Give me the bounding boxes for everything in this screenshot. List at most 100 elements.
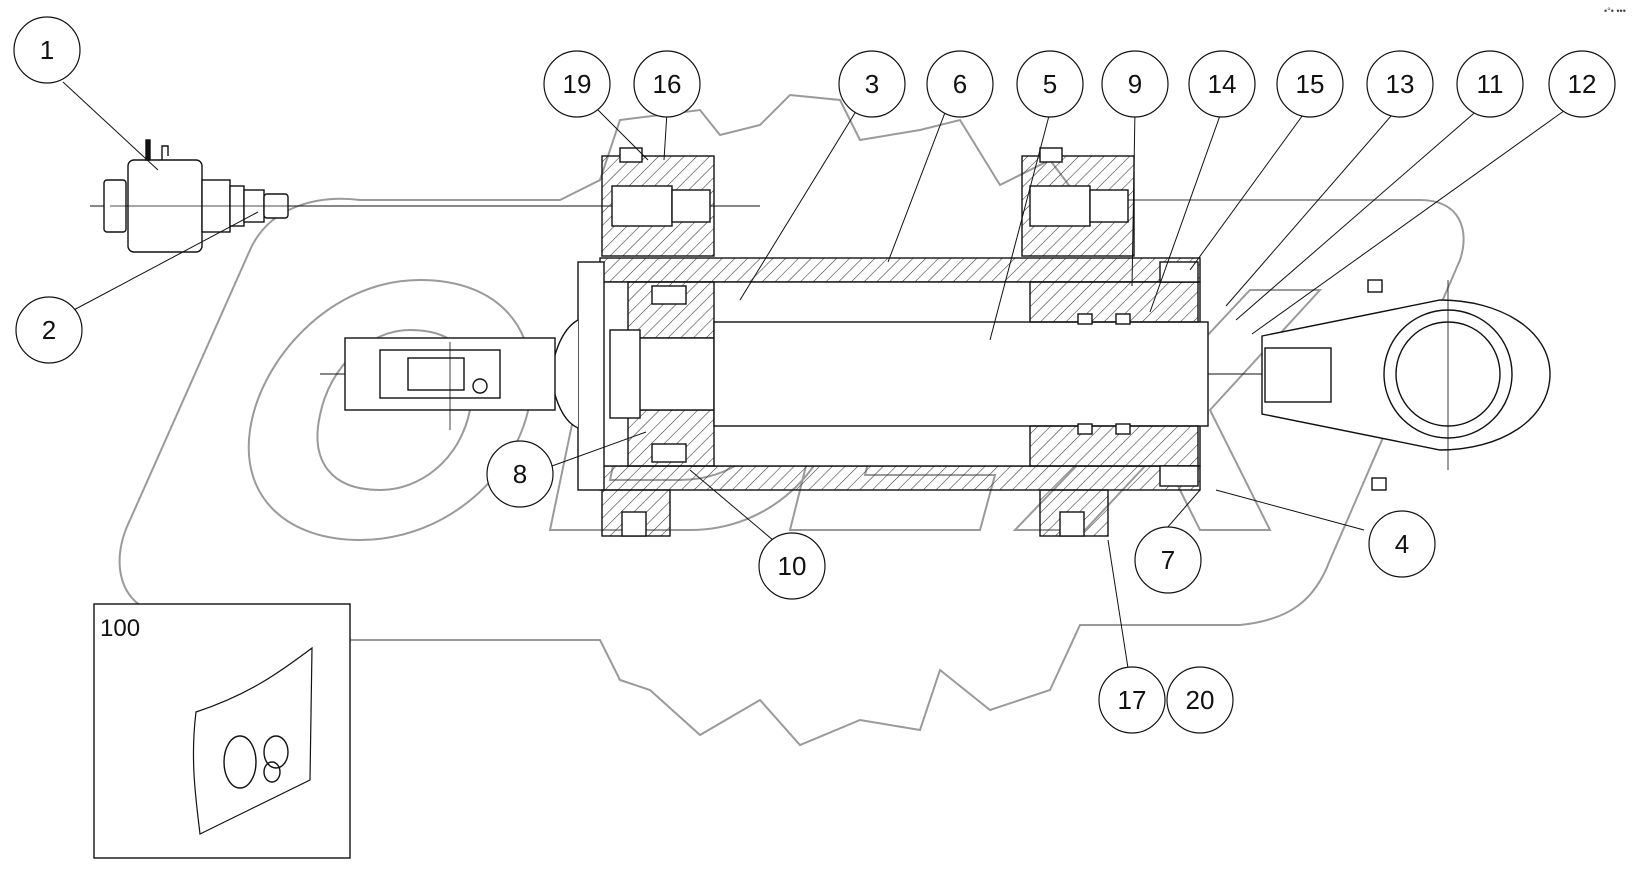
bottom-left-screw	[621, 511, 647, 537]
watermark-gear-outline	[118, 93, 1465, 747]
top-right-mark: •°• •••	[1604, 6, 1626, 16]
callout-circle-4	[1368, 510, 1436, 578]
leader-16	[663, 111, 668, 161]
callout-circle-3	[838, 50, 906, 118]
valve-connector-hook	[161, 145, 169, 160]
leader-1	[62, 81, 159, 171]
kit-box: 100	[93, 603, 351, 859]
callout-circle-13	[1366, 50, 1434, 118]
rod-eye	[1261, 279, 1551, 491]
left-port-bore	[611, 185, 673, 227]
barrel-bottom-wall	[599, 465, 1201, 491]
piston-nut	[609, 329, 641, 419]
right-port-screw	[1039, 147, 1063, 163]
left-port-screw	[619, 147, 643, 163]
barrel-top-wall	[599, 257, 1201, 283]
rod-eye-nipple-bottom	[1371, 477, 1387, 491]
end-cap-flange	[577, 261, 605, 491]
callout-label-1: 1	[40, 35, 54, 65]
callout-circle-2	[15, 296, 83, 364]
leader-14	[1149, 109, 1223, 313]
callout-circle-14	[1188, 50, 1256, 118]
callout-label-8: 8	[513, 459, 527, 489]
callout-circle-7	[1134, 526, 1202, 594]
callout-circle-5	[1016, 50, 1084, 118]
piston-top-hatch	[627, 281, 715, 339]
callout-label-16: 16	[653, 69, 682, 99]
gland-top	[1029, 281, 1199, 323]
leader-9	[1131, 109, 1136, 287]
gland-seal-b	[1115, 313, 1131, 325]
rod-eye-nipple-top	[1367, 279, 1383, 293]
callout-circle-15	[1276, 50, 1344, 118]
callout-circle-12	[1548, 50, 1616, 118]
kit-ring-medium	[263, 735, 289, 769]
clevis-slot	[407, 357, 465, 391]
gland-bottom	[1029, 425, 1199, 467]
callout-label-14: 14	[1208, 69, 1237, 99]
leader-8	[551, 431, 647, 467]
callout-label-13: 13	[1386, 69, 1415, 99]
right-port-block-top	[1021, 147, 1135, 257]
callout-circle-9	[1101, 50, 1169, 118]
callout-label-17: 17	[1118, 685, 1147, 715]
callout-circle-16	[633, 50, 701, 118]
callout-circle-6	[926, 50, 994, 118]
callout-label-6: 6	[953, 69, 967, 99]
leader-2	[69, 211, 259, 313]
callout-label-15: 15	[1296, 69, 1325, 99]
right-port-fitting	[1089, 189, 1129, 223]
gland-outer-bottom	[1159, 465, 1199, 487]
leader-6	[887, 109, 947, 263]
piston-rod	[713, 321, 1209, 427]
leader-11	[1235, 107, 1481, 321]
base-clevis	[344, 337, 556, 430]
callout-label-9: 9	[1128, 69, 1142, 99]
clevis-grease-nipple	[472, 378, 488, 394]
callout-circle-10	[758, 532, 826, 600]
bottom-right-screw	[1059, 511, 1085, 537]
left-port-fitting	[671, 189, 711, 223]
callout-label-11: 11	[1477, 69, 1504, 99]
leader-3	[739, 107, 859, 301]
callout-label-2: 2	[42, 315, 56, 345]
callout-label-7: 7	[1161, 545, 1175, 575]
leader-17	[1107, 539, 1129, 669]
rod-body	[713, 321, 1209, 427]
bottom-mount-left	[601, 489, 671, 537]
leader-lines	[62, 81, 1569, 669]
callout-label-20: 20	[1186, 685, 1215, 715]
leader-15	[1189, 107, 1309, 271]
leader-5	[989, 111, 1051, 341]
callout-label-4: 4	[1395, 529, 1409, 559]
leader-13	[1225, 107, 1399, 307]
valve-connector-pin	[145, 139, 151, 161]
leader-10	[689, 469, 781, 547]
piston-seal-bottom	[651, 443, 687, 463]
kit-ring-large	[223, 735, 257, 789]
leader-12	[1251, 107, 1569, 335]
callout-label-5: 5	[1043, 69, 1057, 99]
valve-assembly	[103, 139, 290, 253]
gland-outer-top	[1159, 261, 1199, 283]
leader-19	[597, 109, 649, 161]
callout-circle-20	[1166, 666, 1234, 734]
kit-box-label: 100	[100, 615, 140, 642]
callout-circle-17	[1098, 666, 1166, 734]
bottom-mount-right	[1039, 489, 1109, 537]
left-port-block-top	[601, 147, 715, 257]
gland-seal-c	[1077, 423, 1093, 435]
piston	[609, 281, 715, 467]
callout-label-12: 12	[1568, 69, 1597, 99]
rod-eye-square	[1264, 347, 1332, 403]
right-port-bore	[1029, 185, 1091, 227]
callout-circle-11	[1456, 50, 1524, 118]
kit-bag	[192, 646, 313, 835]
callout-circle-1	[13, 16, 81, 84]
gland-seal-d	[1115, 423, 1131, 435]
callout-label-3: 3	[865, 69, 879, 99]
callout-label-19: 19	[563, 69, 592, 99]
end-cap-dome	[551, 319, 579, 429]
